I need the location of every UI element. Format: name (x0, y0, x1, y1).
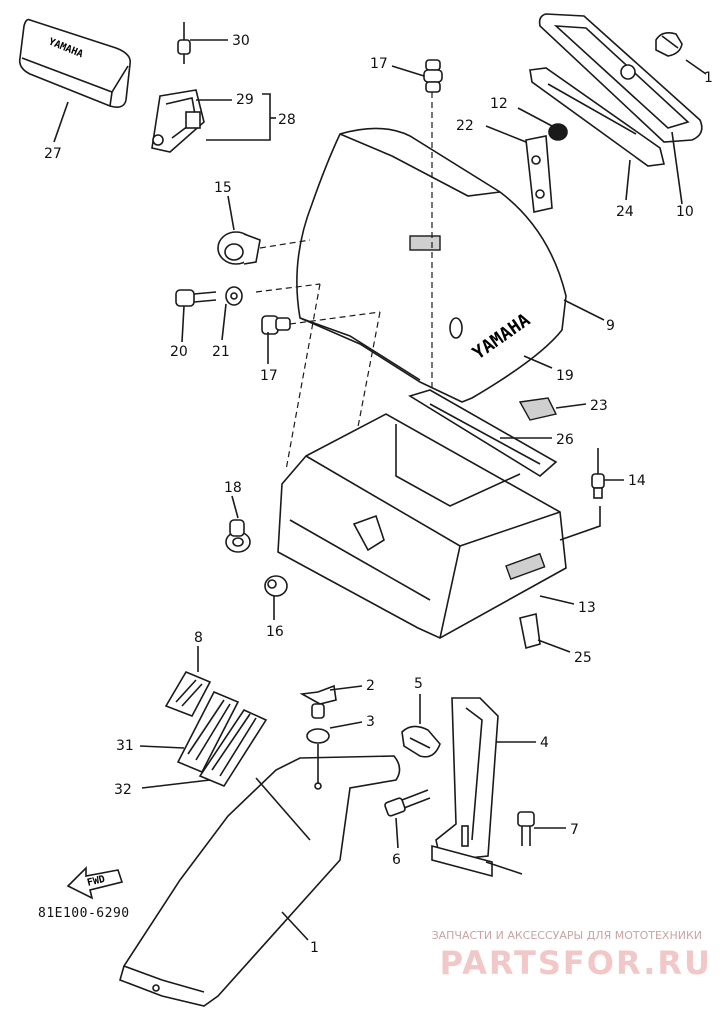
assembly-lines (255, 92, 433, 501)
part-22-plate (525, 135, 553, 213)
part-31-pad (176, 690, 240, 774)
callout-15: 15 (214, 180, 232, 196)
callout-24: 24 (616, 204, 634, 220)
callout-7: 7 (570, 822, 579, 838)
callout-26: 26 (556, 432, 574, 448)
callout-12: 12 (490, 96, 508, 112)
part-21-washer (225, 286, 243, 306)
part-1-base-plate (119, 744, 401, 1007)
fwd-arrow-icon: FWD (66, 866, 124, 900)
part-17-grommet-top (423, 59, 443, 93)
part-6-bolt (384, 789, 431, 817)
part-27-seat-pad: YAMAHA (18, 18, 132, 108)
callout-19: 19 (556, 368, 574, 384)
callout-13: 13 (578, 600, 596, 616)
callout-17-mid: 17 (260, 368, 278, 384)
callout-8: 8 (194, 630, 203, 646)
fwd-label: FWD (86, 874, 106, 889)
callout-32: 32 (114, 782, 132, 798)
callout-27: 27 (44, 146, 62, 162)
callout-labels: 30 29 28 27 17 12 22 1 15 20 21 17 9 19 … (44, 33, 713, 956)
callout-29: 29 (236, 92, 254, 108)
part-2-wing-bolt (299, 684, 337, 719)
callout-30: 30 (232, 33, 250, 49)
callout-18: 18 (224, 480, 242, 496)
part-30-bolt (177, 22, 191, 64)
callout-21: 21 (212, 344, 230, 360)
callout-23: 23 (590, 398, 608, 414)
callout-16: 16 (266, 624, 284, 640)
callout-9: 9 (606, 318, 615, 334)
callout-10: 10 (676, 204, 694, 220)
callout-6: 6 (392, 852, 401, 868)
part-1-cap-nut (655, 32, 683, 57)
part-7-bolt (517, 811, 535, 846)
watermark-subtitle: ЗАПЧАСТИ И АКСЕССУАРЫ ДЛЯ МОТОТЕХНИКИ (431, 929, 702, 942)
callout-31: 31 (116, 738, 134, 754)
part-8-pad (164, 670, 212, 718)
callout-2: 2 (366, 678, 375, 694)
watermark-site: PARTSFOR.RU (439, 944, 712, 982)
callout-5: 5 (414, 676, 423, 692)
part-26-strip (408, 389, 558, 477)
callout-3: 3 (366, 714, 375, 730)
callout-4: 4 (540, 735, 549, 751)
part-5-grommet (401, 725, 441, 758)
drawing-code: 81E100-6290 (38, 906, 130, 921)
callout-14: 14 (628, 473, 646, 489)
part-15-grommet (217, 231, 261, 265)
callout-17-top: 17 (370, 56, 388, 72)
part-12-rubber-knob (548, 123, 568, 141)
callout-20: 20 (170, 344, 188, 360)
part-17-grommet-mid (261, 315, 291, 335)
part-25-block (519, 613, 541, 650)
callout-25: 25 (574, 650, 592, 666)
part-10-frame (538, 13, 703, 143)
part-4-bracket (431, 697, 499, 878)
callout-22: 22 (456, 118, 474, 134)
part-23-pad (518, 397, 558, 421)
callout-28: 28 (278, 112, 296, 128)
part-13-tray (277, 413, 567, 639)
part-24-strip (529, 67, 665, 167)
callout-1-bottom: 1 (310, 940, 319, 956)
part-20-bolt (175, 289, 217, 307)
part-28-29-latch (151, 89, 205, 153)
callout-1-top: 1 (704, 70, 713, 86)
part-32-pad (198, 708, 268, 787)
leader-lines (53, 39, 707, 941)
part-14-screw (591, 448, 605, 499)
part-3-washer (306, 728, 330, 744)
part-18-grommet (225, 519, 251, 553)
part-16-bush (264, 575, 288, 597)
